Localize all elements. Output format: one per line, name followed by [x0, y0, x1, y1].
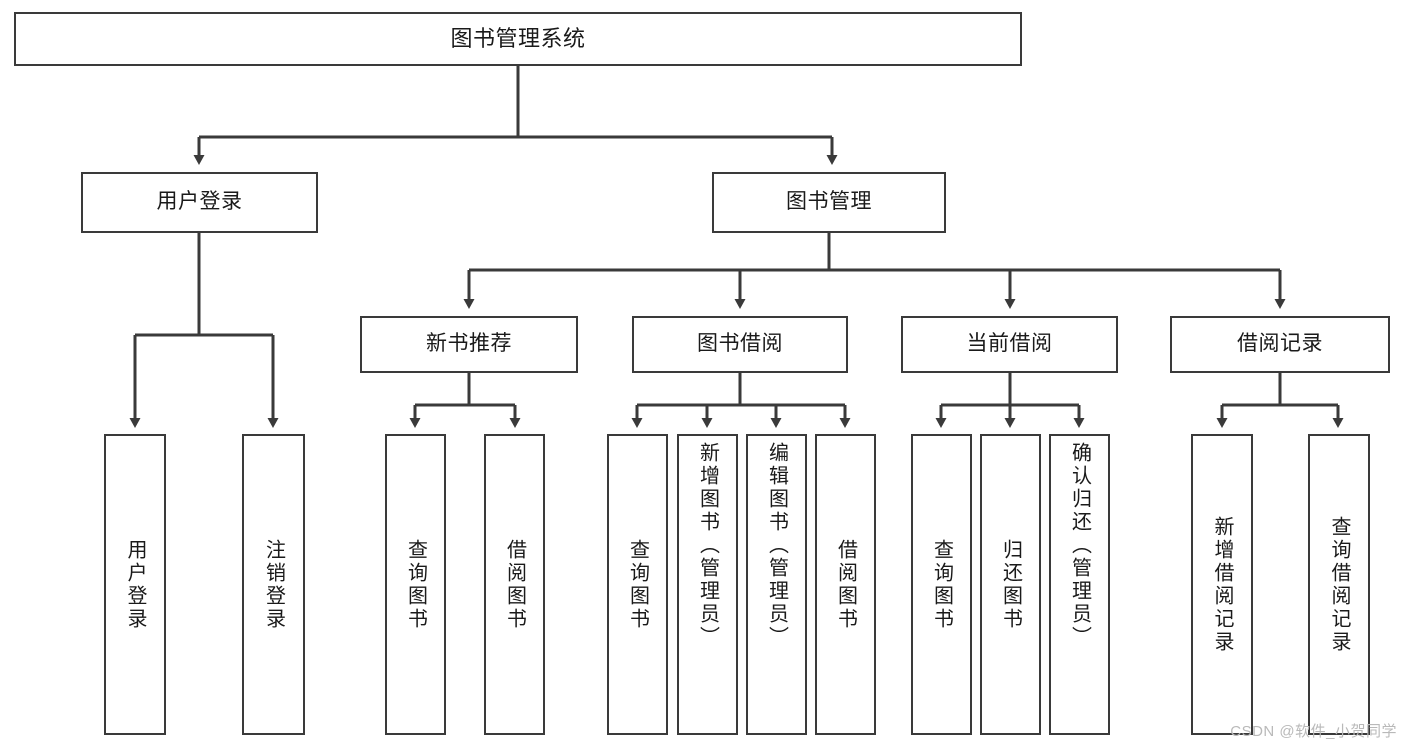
leaf-edit-book-admin[interactable]: 编辑图书（管理员） [746, 434, 807, 735]
leaf-add-borrow-record-label: 新增借阅记录 [1211, 515, 1233, 654]
node-user-login[interactable]: 用户登录 [81, 172, 318, 233]
leaf-query-book-borrow-label: 查询图书 [626, 538, 649, 631]
node-book-management[interactable]: 图书管理 [712, 172, 946, 233]
leaf-logout-label: 注销登录 [262, 538, 285, 631]
node-new-book-recommend-label: 新书推荐 [426, 332, 512, 356]
leaf-user-login[interactable]: 用户登录 [104, 434, 166, 735]
leaf-user-login-label: 用户登录 [124, 538, 146, 631]
leaf-query-book-borrow[interactable]: 查询图书 [607, 434, 668, 735]
watermark: CSDN @软件_小贺同学 [1230, 723, 1397, 740]
node-user-login-label: 用户登录 [156, 190, 243, 214]
leaf-edit-book-admin-label: 编辑图书（管理员） [765, 442, 788, 649]
leaf-return-book[interactable]: 归还图书 [980, 434, 1041, 735]
leaf-confirm-return-admin-label: 确认归还（管理员） [1068, 442, 1091, 649]
leaf-borrow-book-newbook-label: 借阅图书 [503, 538, 526, 631]
node-current-borrow-label: 当前借阅 [966, 332, 1053, 356]
leaf-borrow-book-borrow-label: 借阅图书 [834, 538, 857, 631]
node-book-borrow-label: 图书借阅 [697, 332, 783, 356]
leaf-borrow-book-newbook[interactable]: 借阅图书 [484, 434, 545, 735]
leaf-query-book-newbook[interactable]: 查询图书 [385, 434, 446, 735]
node-borrow-record[interactable]: 借阅记录 [1170, 316, 1390, 373]
node-root-label: 图书管理系统 [450, 26, 586, 52]
node-borrow-record-label: 借阅记录 [1237, 332, 1323, 356]
node-book-management-label: 图书管理 [786, 190, 872, 214]
leaf-query-borrow-record-label: 查询借阅记录 [1328, 515, 1350, 654]
leaf-add-book-admin-label: 新增图书（管理员） [696, 442, 719, 649]
leaf-logout[interactable]: 注销登录 [242, 434, 305, 735]
leaf-query-book-newbook-label: 查询图书 [404, 538, 427, 631]
leaf-query-book-current[interactable]: 查询图书 [911, 434, 972, 735]
node-new-book-recommend[interactable]: 新书推荐 [360, 316, 578, 373]
leaf-borrow-book-borrow[interactable]: 借阅图书 [815, 434, 876, 735]
leaf-add-borrow-record[interactable]: 新增借阅记录 [1191, 434, 1253, 735]
node-book-borrow[interactable]: 图书借阅 [632, 316, 848, 373]
leaf-confirm-return-admin[interactable]: 确认归还（管理员） [1049, 434, 1110, 735]
node-current-borrow[interactable]: 当前借阅 [901, 316, 1118, 373]
leaf-query-book-current-label: 查询图书 [930, 538, 953, 631]
node-root[interactable]: 图书管理系统 [14, 12, 1022, 66]
leaf-query-borrow-record[interactable]: 查询借阅记录 [1308, 434, 1370, 735]
leaf-add-book-admin[interactable]: 新增图书（管理员） [677, 434, 738, 735]
leaf-return-book-label: 归还图书 [999, 538, 1022, 631]
